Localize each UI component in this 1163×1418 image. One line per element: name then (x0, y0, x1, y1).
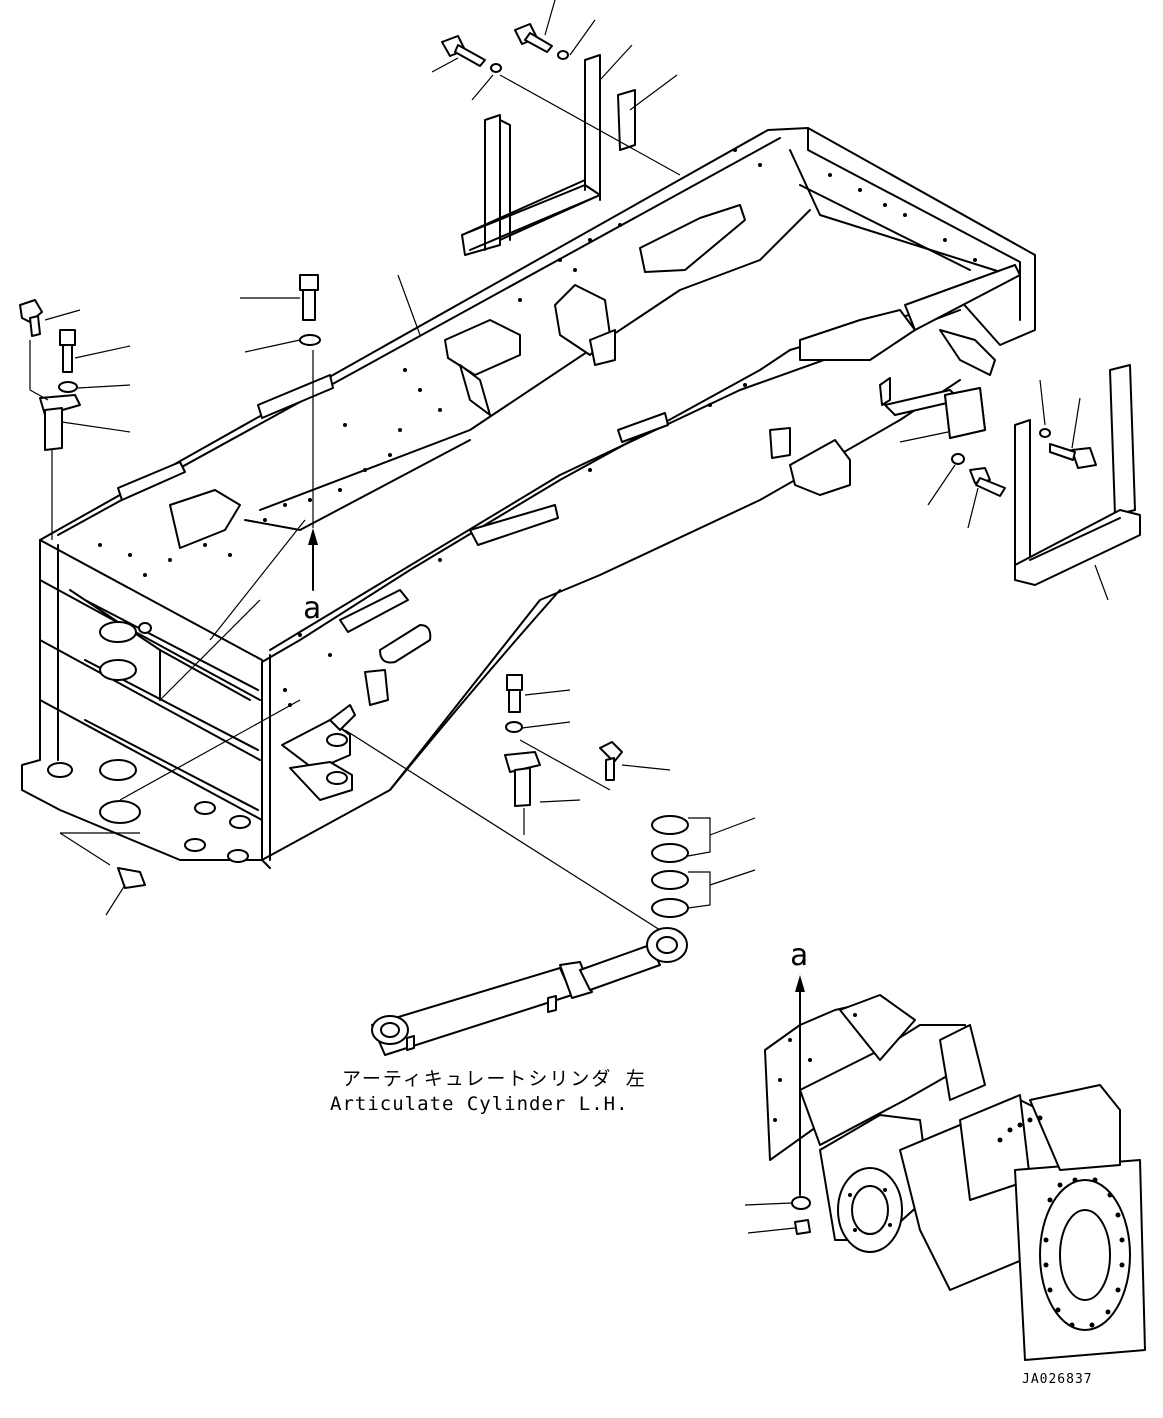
caption-english: Articulate Cylinder L.H. (330, 1093, 629, 1115)
fasteners (19, 23, 1097, 918)
drawing-number: JA026837 (1022, 1372, 1093, 1387)
step-right (944, 364, 1141, 586)
captions: a a アーティキュレートシリンダ 左 Articulate Cylinder … (303, 591, 1093, 1387)
axle-bolts (773, 1013, 1125, 1328)
main-frame (21, 127, 1036, 869)
rear-axle (764, 975, 1146, 1361)
reference-marker-axle: a (790, 938, 808, 973)
deck-holes (98, 148, 977, 707)
caption-japanese: アーティキュレートシリンダ 左 (342, 1068, 647, 1090)
leader-lines (44, 0, 1109, 1234)
reference-marker-frame: a (303, 591, 321, 626)
step-left (461, 54, 681, 256)
articulate-cylinder (344, 729, 688, 1056)
